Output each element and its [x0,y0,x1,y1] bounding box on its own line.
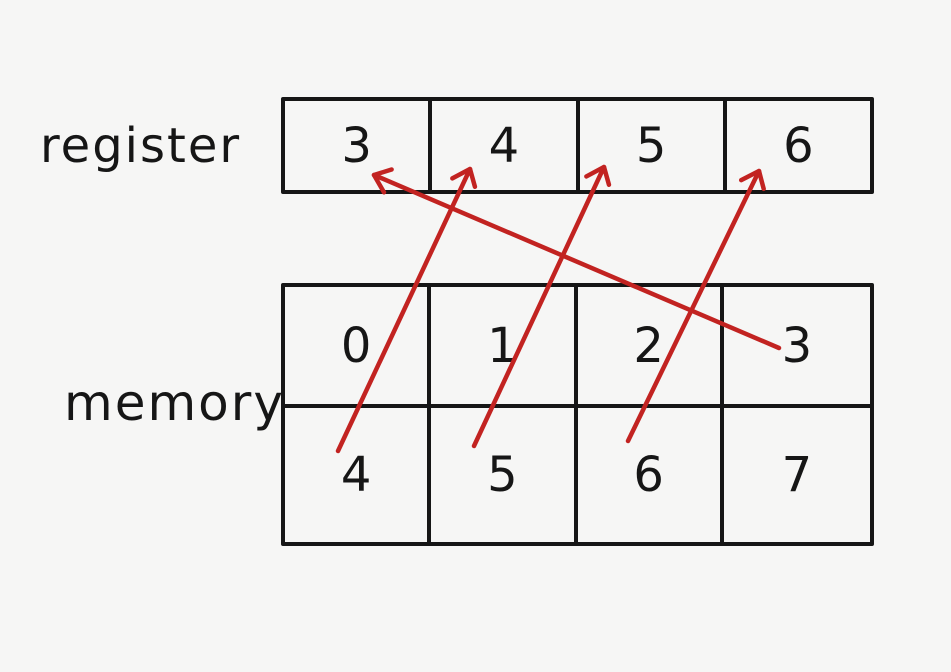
memory-cell-5: 5 [431,408,578,542]
memory-table: 0 1 2 3 4 5 6 7 [281,283,874,546]
memory-cell-1: 1 [431,287,578,408]
memory-cell-2: 2 [577,287,724,408]
register-slot-0: 3 [285,101,433,190]
memory-cell-3: 3 [723,287,870,408]
memory-label: memory [64,374,285,432]
register-label: register [40,118,242,174]
memory-cell-0: 0 [285,287,432,408]
register-slot-3: 6 [783,117,814,174]
memory-cell-4: 4 [285,408,432,542]
register-table: 3 4 5 6 [281,97,874,194]
memory-cell-7: 7 [781,447,813,503]
register-slot-2: 5 [580,101,727,190]
register-slot-1: 4 [432,101,580,190]
memory-cell-6: 6 [578,408,724,542]
